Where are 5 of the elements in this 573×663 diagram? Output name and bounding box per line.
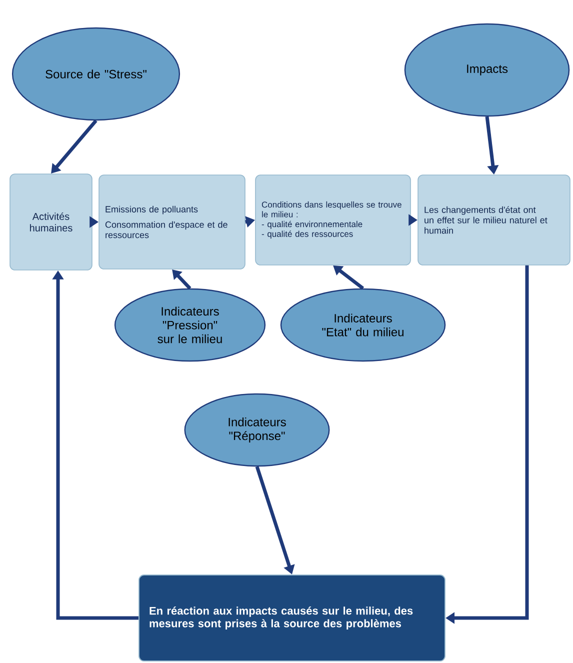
process-box: Les changements d'état ont un effet sur le milieu naturel et humain <box>418 174 570 266</box>
response-box: En réaction aux impacts causés sur le milieu, des mesures sont prises à la source des problèmes <box>138 574 446 662</box>
process-box: Emissions de polluants Consommation d'espace et de ressources <box>98 174 246 270</box>
process-box: Activités humaines <box>10 174 92 270</box>
process-box: Conditions dans lesquelles se trouve le milieu : - qualité environnementale - qualité des ressources <box>255 174 411 266</box>
